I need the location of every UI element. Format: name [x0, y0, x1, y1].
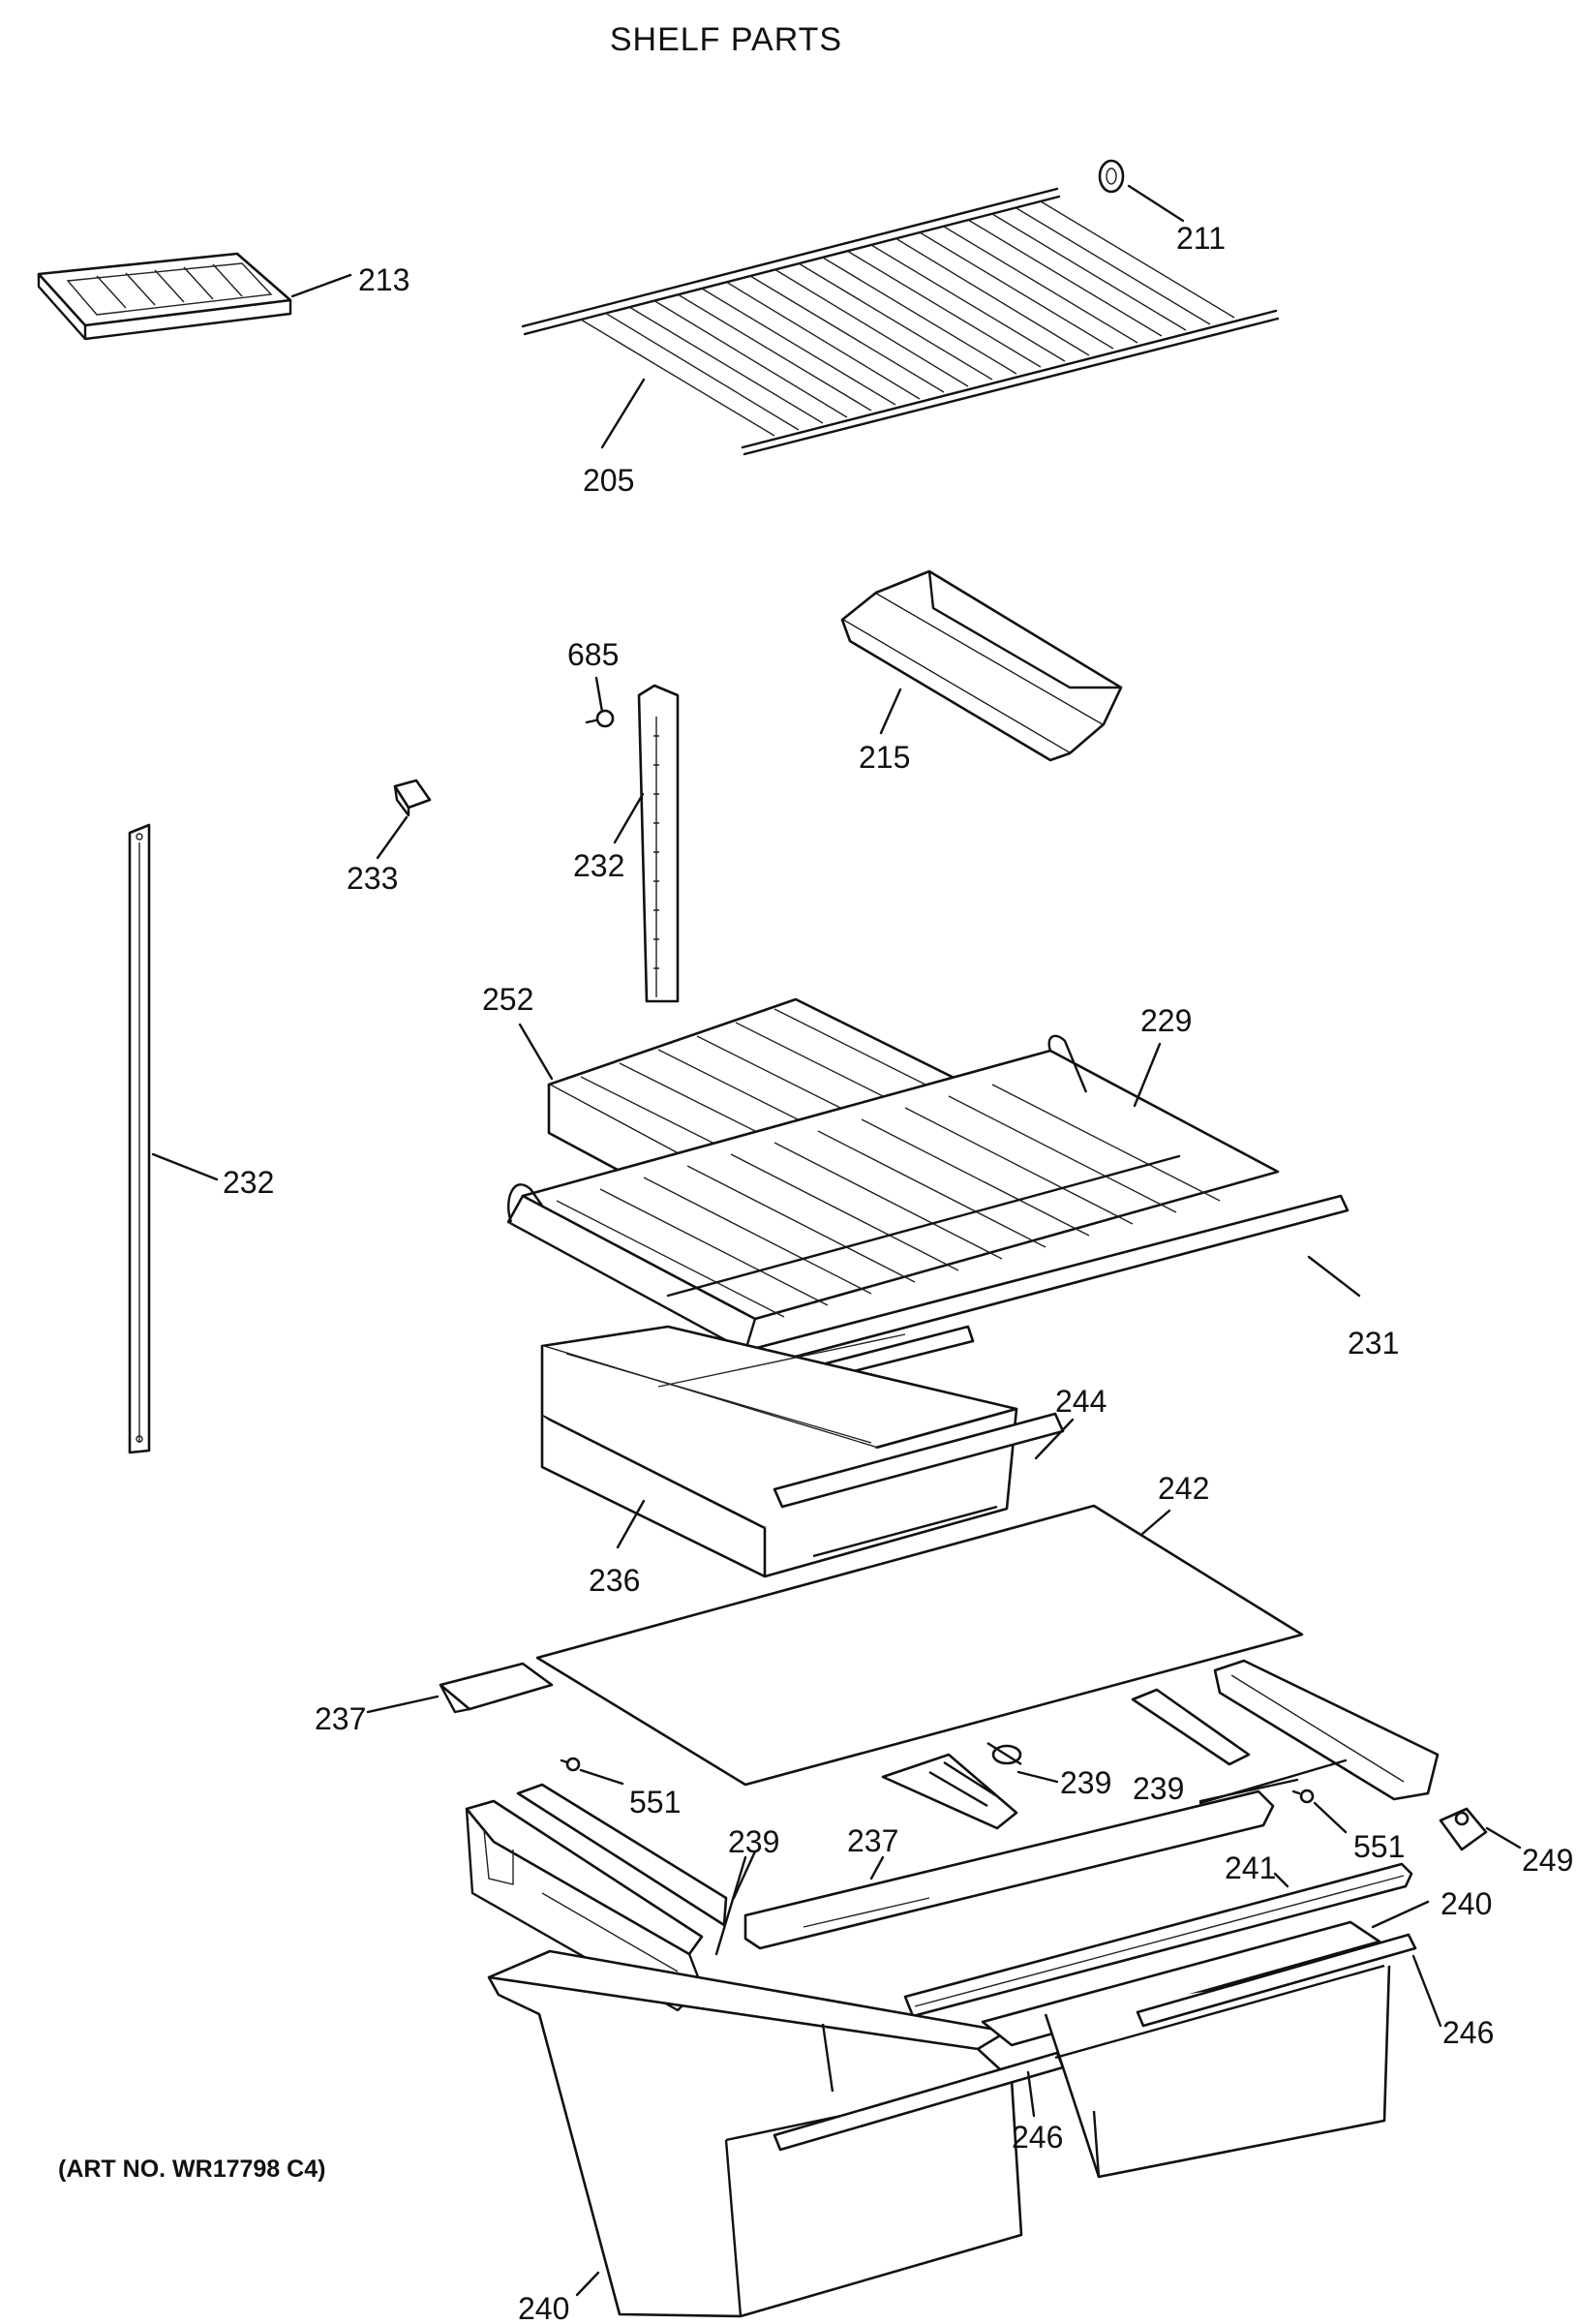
callout-252: 252: [482, 982, 533, 1017]
callout-240-right: 240: [1441, 1886, 1492, 1921]
leader-242: [1140, 1509, 1171, 1536]
callout-233: 233: [347, 861, 398, 896]
callout-215: 215: [859, 740, 910, 775]
leader-239-left-b: [714, 1855, 747, 1956]
callout-229: 229: [1140, 1003, 1192, 1038]
callout-242: 242: [1158, 1471, 1209, 1506]
part-249: [1439, 1807, 1488, 1851]
leader-213: [290, 273, 352, 298]
leader-252: [518, 1023, 554, 1081]
leader-232-right: [613, 792, 645, 844]
callout-231: 231: [1348, 1326, 1399, 1361]
leader-231: [1307, 1255, 1361, 1298]
callout-236: 236: [589, 1563, 640, 1598]
leader-685: [594, 676, 604, 714]
callout-240-left: 240: [518, 2291, 569, 2324]
shelf-bumper-part: [1098, 159, 1125, 194]
support-rail-short-part: [439, 1662, 554, 1714]
screw-551-left-part: [560, 1757, 581, 1772]
wire-shelf-part: [521, 187, 1280, 456]
slide-bracket-center-part: [881, 1741, 1022, 1830]
diagram-title: SHELF PARTS: [609, 21, 843, 58]
callout-551-right: 551: [1353, 1829, 1405, 1864]
callout-551-left: 551: [629, 1785, 681, 1819]
art-number: (ART NO. WR17798 C4): [58, 2156, 326, 2183]
leader-211: [1127, 184, 1185, 223]
leader-244: [1034, 1418, 1075, 1460]
left-slide-bracket-part: [465, 1783, 728, 2012]
support-rail-long-part: [743, 1789, 1275, 1950]
shelf-rail-right-part: [637, 684, 680, 1003]
leader-229: [1133, 1042, 1162, 1108]
leader-237-left: [366, 1695, 440, 1714]
ice-tray-part: [37, 252, 292, 341]
right-slide-rail-part: [1131, 1659, 1440, 1801]
glass-panel-part: [535, 1504, 1304, 1787]
callout-246-right: 246: [1442, 2015, 1494, 2050]
leader-237-center: [869, 1855, 885, 1881]
glass-shelf-frame-part: [506, 1034, 1350, 1385]
leader-551-right: [1313, 1801, 1348, 1834]
callout-244: 244: [1055, 1384, 1107, 1419]
callout-211: 211: [1176, 221, 1226, 256]
leader-236: [616, 1499, 646, 1549]
leader-239-left-a: [732, 1850, 757, 1900]
shelf-rail-left-part: [128, 823, 151, 1454]
leader-233: [376, 815, 409, 860]
shelf-bin-part: [840, 569, 1123, 762]
vegetable-pan-right-part: [981, 1920, 1417, 2179]
leader-241: [1273, 1872, 1289, 1888]
callout-232-left: 232: [223, 1165, 274, 1200]
callout-232-right: 232: [573, 848, 624, 883]
callout-241: 241: [1225, 1850, 1276, 1885]
leader-551-left: [579, 1768, 624, 1786]
vegetable-pan-left-part: [487, 1949, 1065, 2318]
callout-237-center: 237: [847, 1823, 898, 1858]
leader-215: [879, 688, 902, 735]
callout-685: 685: [567, 637, 619, 672]
callout-237-left: 237: [315, 1701, 366, 1736]
callout-246-left: 246: [1012, 2120, 1063, 2155]
leader-239-right-b: [1198, 1758, 1348, 1805]
screw-685-part: [585, 709, 615, 728]
leader-240-left: [575, 2271, 600, 2297]
leader-240-right: [1371, 1900, 1430, 1929]
callout-239-right: 239: [1133, 1771, 1184, 1806]
callout-239-center: 239: [1060, 1765, 1111, 1800]
pan-cover-strip-part: [903, 1862, 1413, 2018]
leader-239-center: [1016, 1770, 1059, 1784]
leader-232-left: [151, 1152, 219, 1181]
leader-246-left: [1026, 2070, 1036, 2118]
callout-213: 213: [358, 262, 409, 297]
meat-pan-drawer-part: [540, 1325, 1065, 1578]
leader-249: [1485, 1826, 1522, 1850]
clip-233-part: [393, 779, 432, 817]
callout-239-left: 239: [728, 1824, 779, 1859]
callout-205: 205: [583, 463, 634, 498]
leader-246-right: [1411, 1954, 1442, 2028]
screw-551-right-part: [1291, 1789, 1315, 1804]
leader-205: [600, 378, 646, 449]
callout-249: 249: [1522, 1843, 1573, 1878]
